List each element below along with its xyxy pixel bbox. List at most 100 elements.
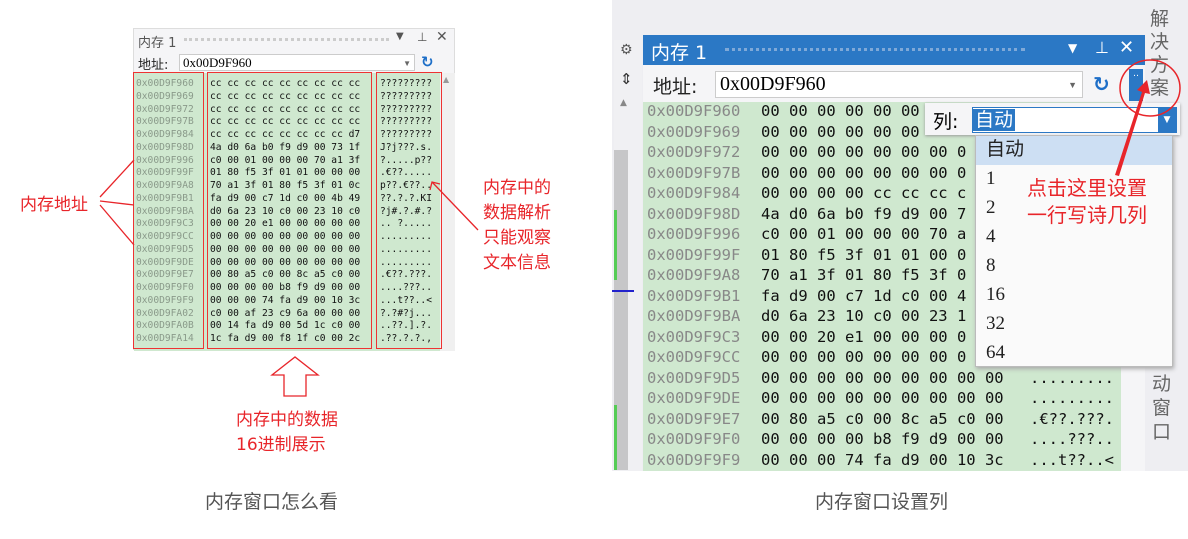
- row-address: 0x00D9F9BA: [647, 307, 741, 325]
- chevron-down-icon[interactable]: ▼: [403, 59, 411, 68]
- pin-icon[interactable]: ⊥: [1095, 38, 1109, 57]
- row-address: 0x00D9F97B: [647, 163, 741, 182]
- title-bar: 内存 1 ▼ ⊥ ✕: [643, 35, 1145, 65]
- column-option-label: 16: [986, 284, 1005, 305]
- column-option-label: 4: [986, 226, 996, 247]
- annotation-line: 16进制展示: [236, 435, 326, 455]
- row-ascii: .€??.....: [380, 167, 432, 179]
- close-icon[interactable]: ✕: [1119, 37, 1135, 58]
- row-hex: 00 00 20 e1 00 00 00 0: [761, 327, 967, 346]
- row-hex: 00 00 00 00 00 00 00 00 00: [761, 368, 1004, 387]
- scroll-up-icon[interactable]: ▲: [620, 98, 627, 108]
- side-panel-tab-2[interactable]: 动窗口: [1152, 373, 1172, 443]
- address-input[interactable]: 0x00D9F960▼: [179, 54, 415, 71]
- row-ascii: ??.?.?.KI: [380, 192, 432, 204]
- drag-grip[interactable]: [184, 38, 389, 41]
- refresh-icon[interactable]: ↻: [421, 53, 434, 71]
- column-option[interactable]: 1: [976, 165, 1172, 194]
- change-marker: [614, 405, 617, 470]
- annotation-arrow: [1115, 59, 1181, 176]
- row-hex: 00 00 00 00 00 00 00 00 00: [761, 389, 1004, 407]
- annotation-address: 内存地址: [20, 195, 88, 215]
- row-hex: cc cc cc cc cc cc cc cc cc: [210, 116, 361, 128]
- address-input[interactable]: 0x00D9F960▼: [715, 71, 1083, 98]
- row-address: 0x00D9F996: [647, 225, 741, 243]
- columns-dropdown[interactable]: 自动 ▼: [972, 107, 1177, 133]
- scroll-up-icon[interactable]: ▲: [443, 75, 450, 84]
- column-option-label: 32: [986, 313, 1005, 334]
- row-hex: 00 00 00 00 00 00 00 0: [761, 143, 967, 161]
- row-address: 0x00D9F9B1: [136, 192, 194, 204]
- annotation-line: 一行写诗几列: [1027, 203, 1147, 227]
- row-address: 0x00D9F9A8: [647, 266, 741, 284]
- row-address: 0x00D9F9D5: [647, 368, 741, 387]
- gear-icon[interactable]: ⚙: [620, 42, 633, 58]
- row-hex: 00 00 00 74 fa d9 00 10 3c: [761, 450, 1004, 469]
- annotation-ascii: 内存中的数据解析只能观察文本信息: [483, 176, 551, 276]
- annotation-line: 点击这里设置: [1027, 176, 1147, 200]
- chevron-down-icon[interactable]: ▼: [1068, 80, 1077, 90]
- row-ascii: ....???..: [380, 282, 432, 293]
- row-hex: cc cc cc cc cc cc cc cc cc: [210, 90, 361, 102]
- annotation-line: 内存中的数据: [236, 410, 338, 430]
- row-ascii: .........: [380, 231, 432, 242]
- column-option[interactable]: 4: [976, 223, 1172, 252]
- overflow-button[interactable]: ‥: [1129, 69, 1143, 101]
- row-hex: 4a d0 6a b0 f9 d9 00 7: [761, 204, 967, 223]
- ascii-column-highlight: [376, 72, 442, 349]
- row-hex: cc cc cc cc cc cc cc cc cc: [210, 103, 361, 115]
- row-ascii: .€??.???.: [1030, 409, 1114, 428]
- row-ascii: J?j???.s.: [380, 141, 432, 153]
- drag-grip[interactable]: [725, 48, 1025, 51]
- row-hex: fa d9 00 c7 1d c0 00 4: [761, 286, 967, 305]
- row-address: 0x00D9F9F0: [647, 430, 741, 448]
- dropdown-icon[interactable]: ▼: [1068, 41, 1078, 55]
- column-option-label: 64: [986, 342, 1005, 363]
- split-icon[interactable]: ⇕: [620, 70, 633, 88]
- row-address: 0x00D9F99F: [136, 167, 194, 179]
- column-option[interactable]: 2: [976, 194, 1172, 223]
- row-address: 0x00D9F972: [136, 103, 194, 115]
- close-icon[interactable]: ✕: [436, 29, 448, 45]
- row-ascii: .........: [1030, 368, 1114, 387]
- column-option-label: 2: [986, 197, 996, 218]
- annotation-line: 只能观察: [483, 228, 551, 248]
- address-label: 地址:: [138, 58, 169, 73]
- window-title: 内存 1: [651, 42, 708, 64]
- row-address: 0x00D9F9D5: [136, 243, 194, 255]
- row-ascii: .??.?.?.,: [380, 333, 432, 344]
- change-marker: [614, 210, 617, 280]
- row-address: 0x00D9F9F9: [647, 450, 741, 469]
- column-option[interactable]: 16: [976, 281, 1172, 310]
- row-hex: 00 80 a5 c0 00 8c a5 c0 00: [210, 269, 361, 281]
- row-hex: 00 00 00 00 b8 f9 d9 00 00: [210, 282, 361, 293]
- column-option[interactable]: 32: [976, 310, 1172, 339]
- row-hex: fa d9 00 c7 1d c0 00 4b 49: [210, 192, 361, 204]
- row-hex: 01 80 f5 3f 01 01 00 0: [761, 245, 967, 264]
- row-hex: 70 a1 3f 01 80 f5 3f 0: [761, 266, 967, 284]
- row-hex: 00 80 a5 c0 00 8c a5 c0 00: [761, 409, 1004, 428]
- annotation-line: 内存中的: [483, 178, 551, 198]
- row-address: 0x00D9F984: [136, 129, 194, 140]
- dropdown-icon[interactable]: ▼: [396, 31, 404, 42]
- row-address: 0x00D9F9C3: [136, 218, 194, 230]
- column-option[interactable]: 64: [976, 339, 1172, 368]
- row-hex: 4a d0 6a b0 f9 d9 00 73 1f: [210, 141, 361, 153]
- pin-icon[interactable]: ⊥: [417, 30, 428, 44]
- row-address: 0x00D9F996: [136, 154, 194, 166]
- row-address: 0x00D9FA0B: [136, 320, 194, 332]
- scrollbar[interactable]: ▲: [440, 73, 455, 351]
- side-panel-tab[interactable]: 解决方案: [1150, 8, 1170, 99]
- columns-value: 自动: [973, 109, 1016, 131]
- row-hex: 00 00 00 74 fa d9 00 10 3c: [210, 294, 361, 306]
- row-address: 0x00D9F97B: [136, 116, 194, 128]
- row-ascii: ?????????: [380, 90, 432, 102]
- scrollbar-track[interactable]: [614, 150, 628, 470]
- address-label: 地址:: [653, 76, 698, 98]
- column-option[interactable]: 自动: [976, 136, 1172, 165]
- refresh-icon[interactable]: ↻: [1093, 72, 1110, 96]
- row-address: 0x00D9F98D: [136, 141, 194, 153]
- row-hex: 00 00 00 00 00 00 00 00 00: [210, 243, 361, 255]
- column-option[interactable]: 8: [976, 252, 1172, 281]
